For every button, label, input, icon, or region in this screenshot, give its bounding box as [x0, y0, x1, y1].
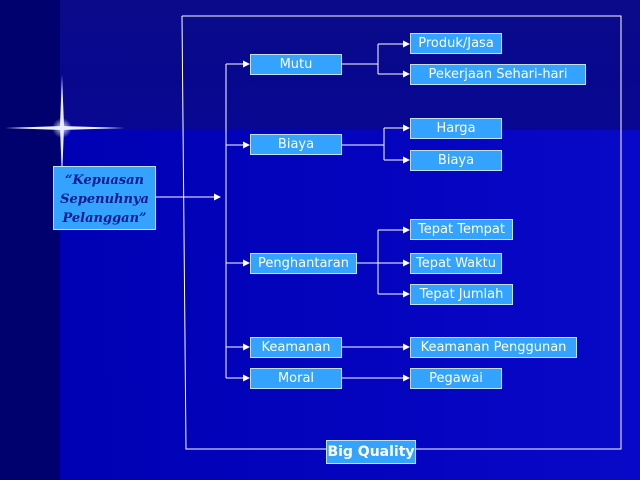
category-biaya: Biaya — [250, 134, 342, 155]
category-mutu: Mutu — [250, 54, 342, 75]
root-line-1: “Kepuasan — [65, 173, 144, 188]
item-tepat-waktu: Tepat Waktu — [410, 253, 502, 274]
item-keamanan-penggunan: Keamanan Penggunan — [410, 337, 577, 358]
item-pegawai: Pegawai — [410, 368, 502, 389]
item-produk-jasa: Produk/Jasa — [410, 33, 502, 54]
frame-line — [181, 15, 326, 450]
item-pekerjaan-sehari-hari: Pekerjaan Sehari-hari — [410, 64, 586, 85]
frame-line — [182, 15, 622, 450]
background-lower-panel — [60, 130, 640, 480]
item-biaya: Biaya — [410, 150, 502, 171]
category-penghantaran: Penghantaran — [250, 253, 357, 274]
item-harga: Harga — [410, 118, 502, 139]
category-moral: Moral — [250, 368, 342, 389]
root-node: “Kepuasan Sepenuhnya Pelanggan” — [53, 166, 156, 230]
big-quality-label: Big Quality — [326, 440, 416, 464]
item-tepat-tempat: Tepat Tempat — [410, 219, 513, 240]
sparkle-icon — [5, 75, 125, 180]
item-tepat-jumlah: Tepat Jumlah — [410, 284, 513, 305]
category-keamanan: Keamanan — [250, 337, 342, 358]
root-line-3: Pelanggan” — [62, 211, 147, 226]
root-line-2: Sepenuhnya — [60, 192, 149, 207]
